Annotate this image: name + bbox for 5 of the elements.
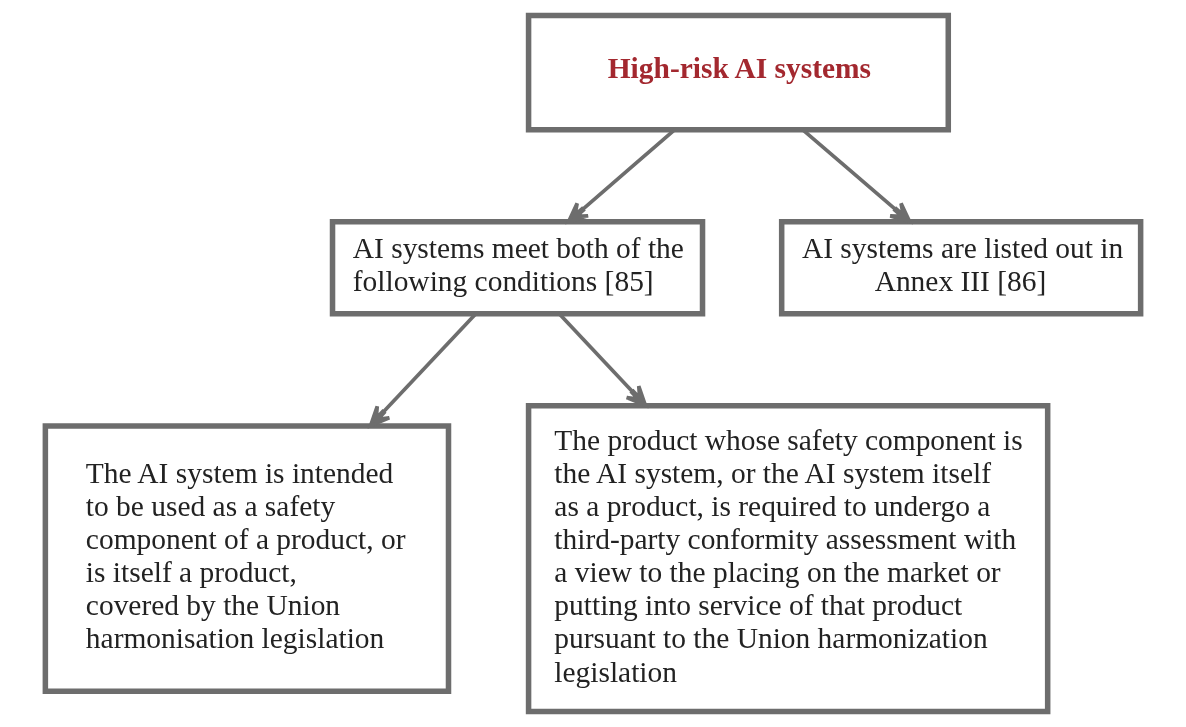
node-box: AI systems are listed out in Annex III [86]: [778, 219, 1144, 317]
node-box: The AI system is intended to be used as a safety component of a product, or is itself a product, covered by the Union harmonisation legislation: [42, 423, 452, 694]
node-box: High-risk AI systems: [525, 12, 952, 133]
node-box: The product whose safety component is the AI system, or the AI system itself as a product, is required to undergo a third-party conformity assessment with a view to the placing on the market or putting into service of that product pursuant to the Union harmonization legislation: [525, 403, 1051, 715]
node-box: AI systems meet both of the following conditions [85]: [329, 219, 706, 317]
